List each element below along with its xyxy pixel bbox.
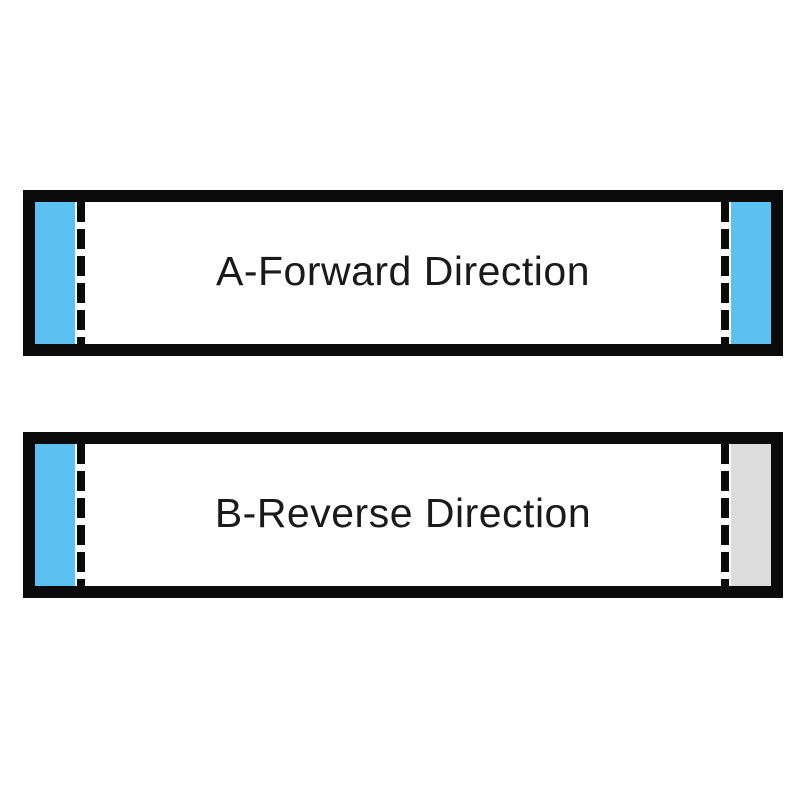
cable-a-right-end-strip — [731, 202, 771, 344]
cable-a-forward-direction: A-Forward Direction — [23, 190, 783, 356]
cable-b-left-dashed-line — [77, 444, 85, 586]
cable-a-left-end-strip — [35, 202, 75, 344]
cable-a-left-dashed-line — [77, 202, 85, 344]
cable-b-left-end-strip — [35, 444, 75, 586]
cable-b-right-dashed-line — [721, 444, 729, 586]
cable-b-reverse-direction: B-Reverse Direction — [23, 432, 783, 598]
cable-a-right-dashed-line — [721, 202, 729, 344]
cable-b-label: B-Reverse Direction — [214, 489, 592, 536]
cable-b-right-end-strip — [731, 444, 771, 586]
cable-a-label: A-Forward Direction — [215, 247, 591, 294]
